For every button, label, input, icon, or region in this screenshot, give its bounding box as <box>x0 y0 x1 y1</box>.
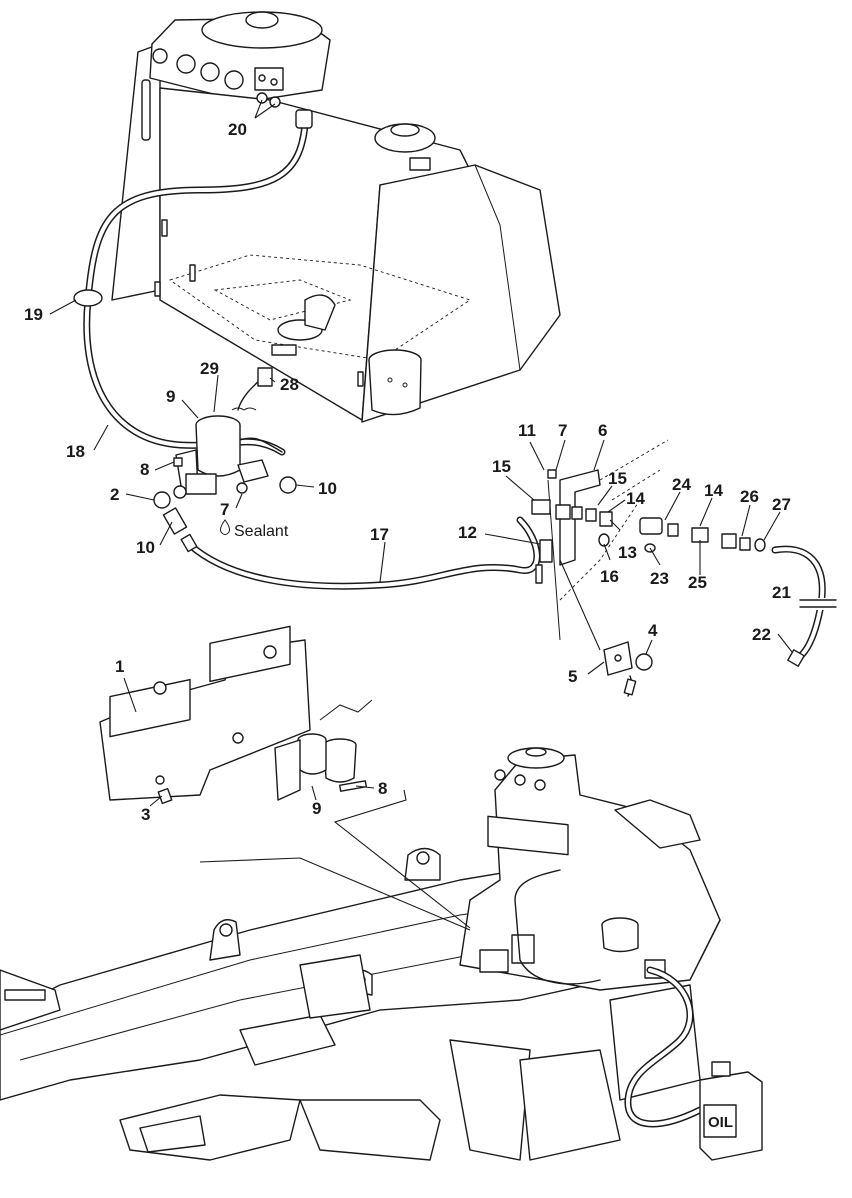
callout-1: 1 <box>115 657 124 676</box>
callout-29: 29 <box>200 359 219 378</box>
callout-13: 13 <box>618 543 637 562</box>
callout-7-upper: 7 <box>558 421 567 440</box>
manifold-plate <box>99 625 311 801</box>
hose-clamp <box>73 289 103 307</box>
callout-4: 4 <box>648 621 658 640</box>
hose-21 <box>771 545 837 664</box>
machine-chassis <box>0 747 721 1161</box>
callout-11: 11 <box>518 421 536 440</box>
callout-2: 2 <box>110 485 119 504</box>
hose-17 <box>186 516 541 590</box>
gasket-plate <box>603 641 633 676</box>
drain-hose <box>514 869 704 1128</box>
callout-23: 23 <box>650 569 669 588</box>
fitting-chain <box>531 469 805 667</box>
oil-container-label: OIL <box>708 1114 733 1131</box>
pump-motor <box>175 415 297 495</box>
callout-8-upper: 8 <box>140 460 149 479</box>
callout-14-right: 14 <box>704 481 723 500</box>
callout-14-left: 14 <box>626 489 645 508</box>
sealant-drop-icon <box>220 519 230 535</box>
callout-28: 28 <box>280 375 299 394</box>
callout-15-right: 15 <box>608 469 627 488</box>
callout-25: 25 <box>688 573 707 592</box>
callout-21: 21 <box>772 583 791 602</box>
callout-15-left: 15 <box>492 457 511 476</box>
callout-20: 20 <box>228 120 247 139</box>
mounting-bracket <box>535 439 669 641</box>
callout-10-right: 10 <box>318 479 337 498</box>
oil-container <box>699 1061 763 1161</box>
callout-22: 22 <box>752 625 771 644</box>
callout-9-upper: 9 <box>166 387 175 406</box>
callout-16: 16 <box>600 567 619 586</box>
electrical-connector <box>231 367 273 411</box>
callout-6: 6 <box>598 421 607 440</box>
callout-19: 19 <box>24 305 43 324</box>
callout-24: 24 <box>672 475 691 494</box>
callout-7-lower: 7 <box>220 500 229 519</box>
tank-fittings <box>256 92 313 129</box>
pressure-switch <box>623 653 653 697</box>
callout-18: 18 <box>66 442 85 461</box>
sealant-note: Sealant <box>234 523 289 540</box>
callout-8-lower: 8 <box>378 779 387 798</box>
callout-26: 26 <box>740 487 759 506</box>
callout-5: 5 <box>568 667 577 686</box>
callout-numbers: 20 19 18 29 28 9 8 2 7 10 10 Sealant 17 … <box>24 120 791 824</box>
elbow-fittings <box>153 457 248 553</box>
leader-lines <box>49 99 793 931</box>
hydraulic-tank <box>111 11 561 423</box>
callout-9-lower: 9 <box>312 799 321 818</box>
callout-27: 27 <box>772 495 791 514</box>
pump-assembly <box>232 699 373 801</box>
callout-17: 17 <box>370 525 389 544</box>
callout-3: 3 <box>141 805 150 824</box>
callout-12: 12 <box>458 523 477 542</box>
callout-10-left: 10 <box>136 538 155 557</box>
